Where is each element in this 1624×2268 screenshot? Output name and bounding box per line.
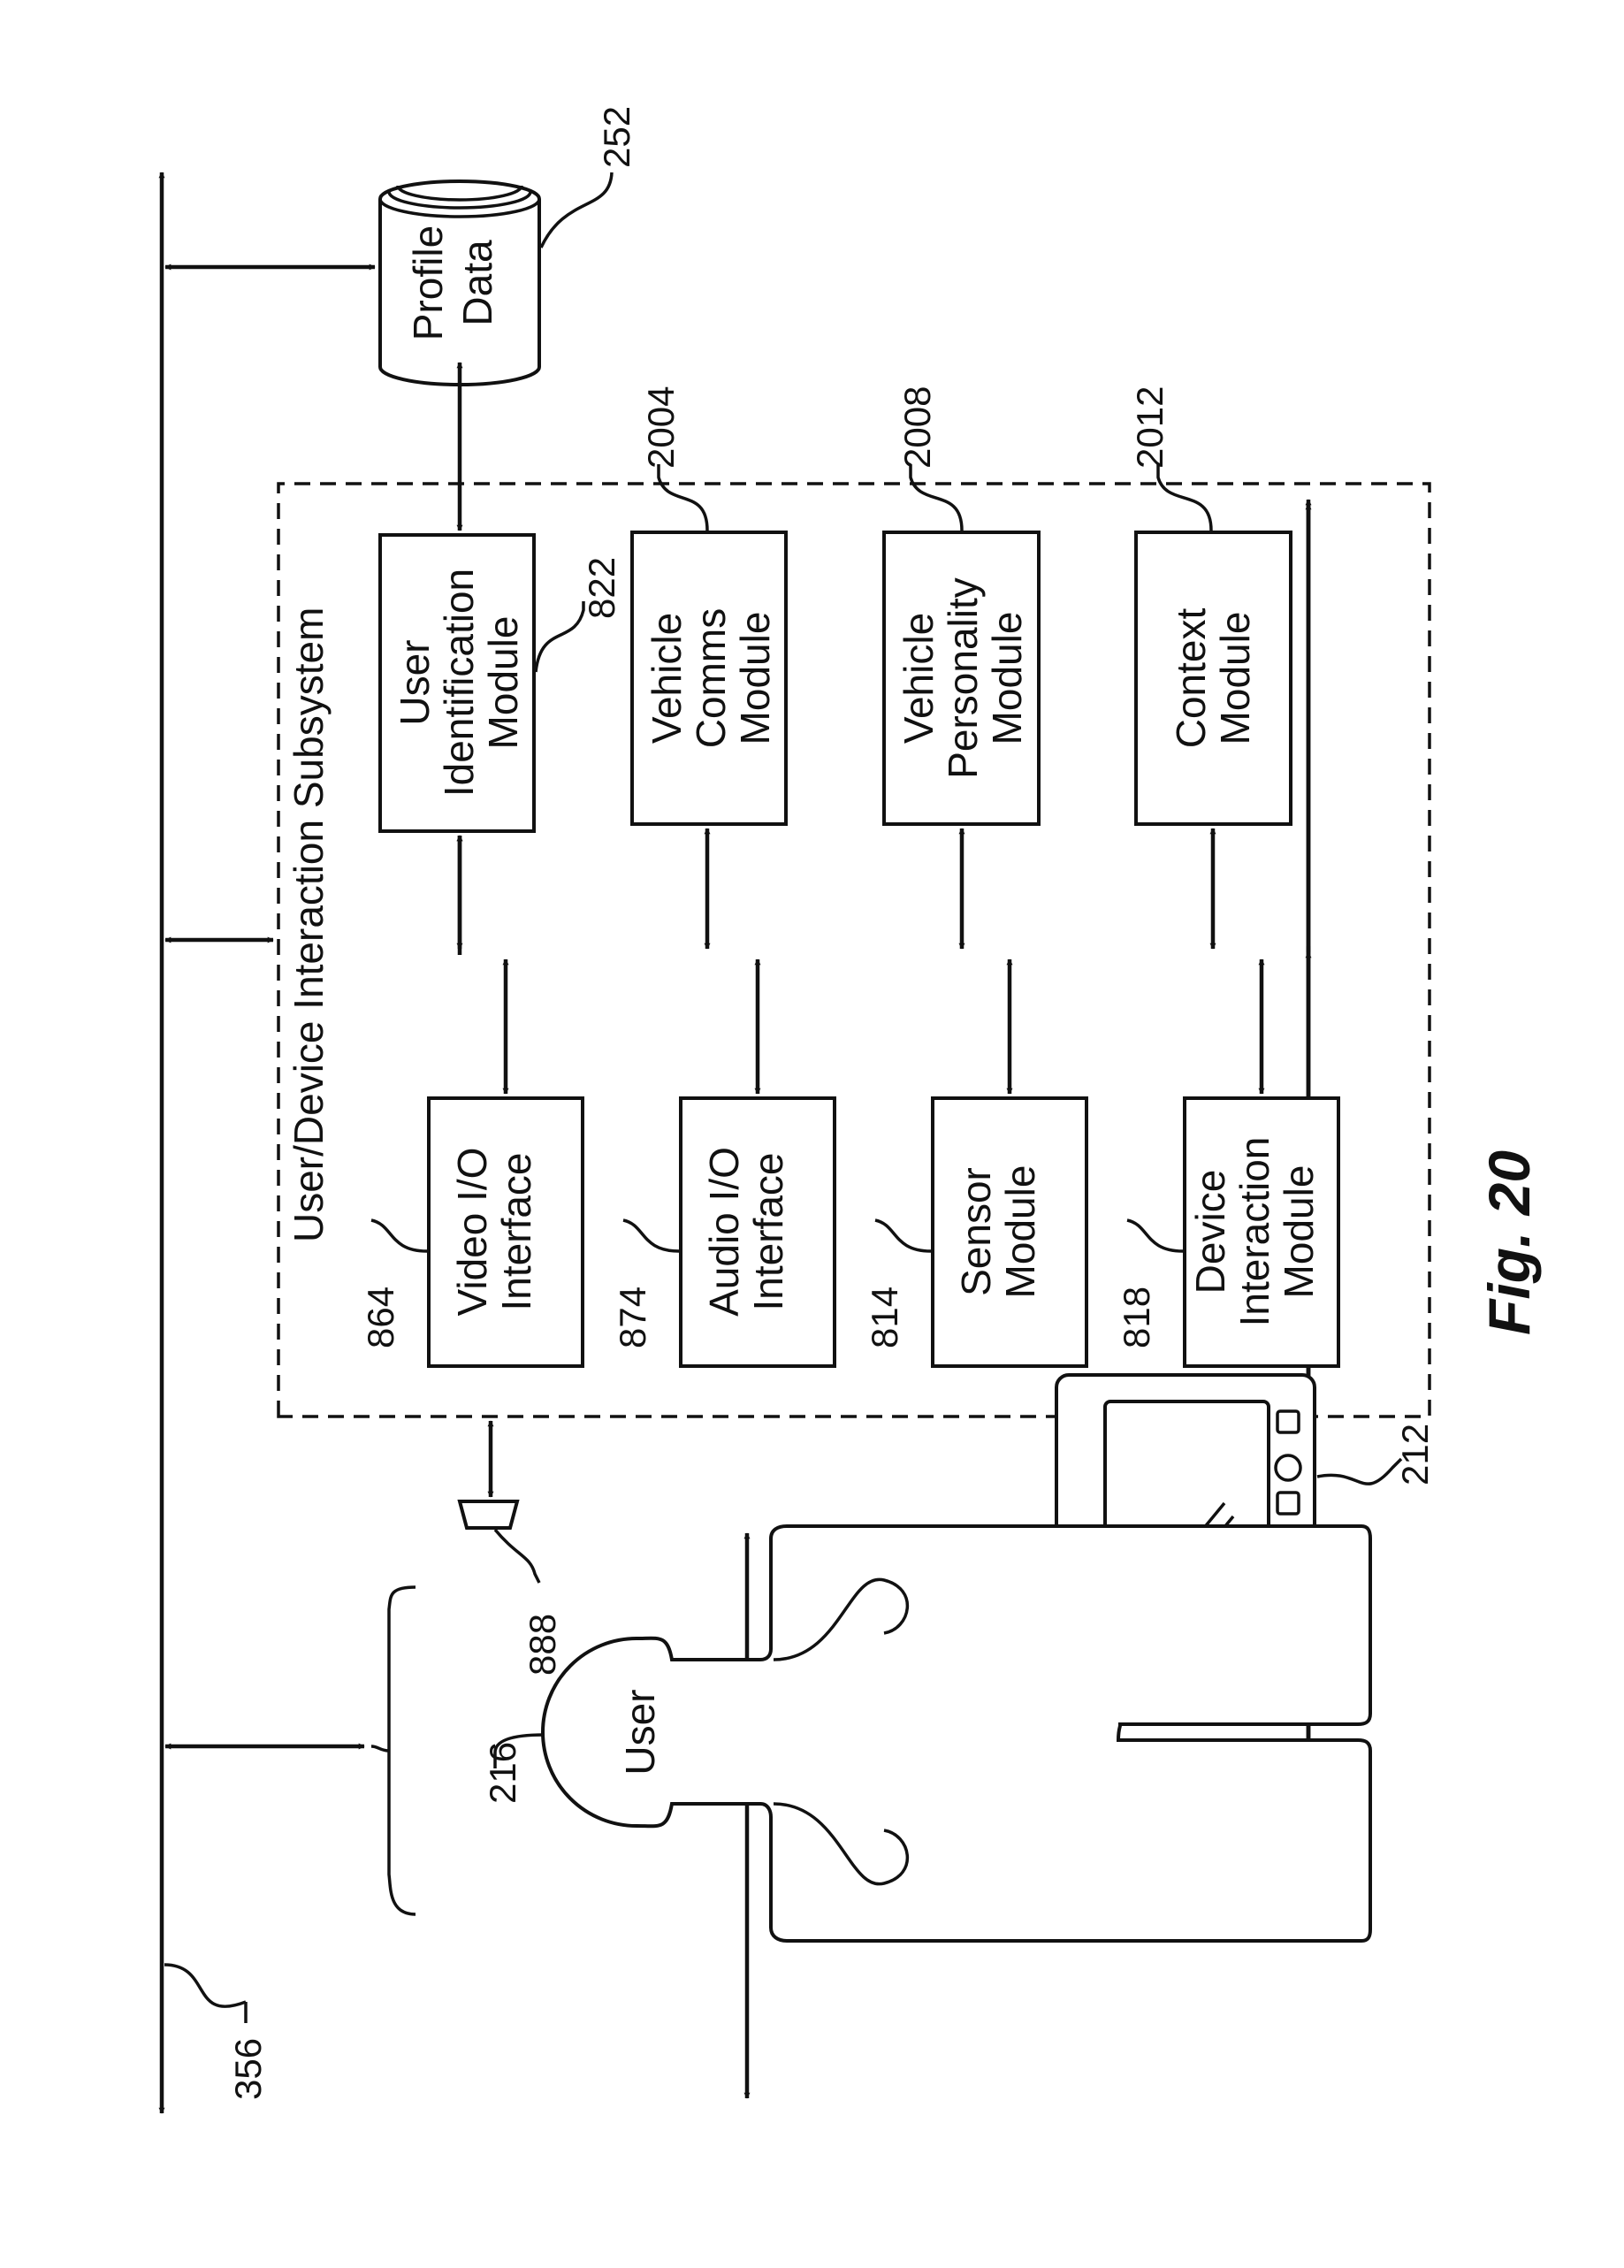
vehicle-personality-line-3: Module: [984, 612, 1030, 745]
vehicle-comms-line-3: Module: [732, 612, 778, 745]
vehicle-comms-line-1: Vehicle: [644, 613, 690, 744]
context-module: Context Module 2012: [1129, 386, 1292, 950]
rotated-diagram: 356 Profile Data 252 User/Device Interac…: [158, 106, 1542, 2114]
sensor-element-ref: 888: [522, 1614, 563, 1676]
user-ref: 216: [482, 1742, 523, 1804]
sensor-module: Sensor Module 814: [864, 958, 1088, 1368]
vehicle-comms-module: Vehicle Comms Module 2004: [630, 386, 788, 950]
device-interaction-line-2: Interaction: [1231, 1137, 1277, 1327]
user-label: User: [617, 1689, 663, 1775]
video-io-line-2: Interface: [493, 1153, 539, 1311]
context-line-2: Module: [1212, 612, 1258, 745]
profile-data-store: Profile Data 252: [164, 106, 637, 386]
device-interaction-line-1: Device: [1187, 1170, 1233, 1294]
main-bus: 356: [158, 172, 269, 2114]
sensor-line-2: Module: [997, 1165, 1043, 1299]
profile-data-ref: 252: [596, 106, 637, 168]
figure-label: Fig. 20: [1476, 1150, 1542, 1335]
vehicle-personality-module: Vehicle Personality Module 2008: [882, 386, 1041, 950]
device-interaction-line-3: Module: [1276, 1165, 1322, 1299]
audio-io-ref: 874: [612, 1287, 653, 1348]
context-ref: 2012: [1129, 386, 1170, 469]
video-io-interface: Video I/O Interface 864: [360, 958, 584, 1368]
user-id-line-2: Identification: [436, 569, 482, 797]
sensor-line-1: Sensor: [953, 1167, 999, 1296]
context-line-1: Context: [1168, 608, 1214, 749]
sensor-element: 888: [457, 1420, 751, 2099]
device-interaction-module: Device Interaction Module 818: [1116, 958, 1340, 1368]
audio-io-line-2: Interface: [745, 1153, 791, 1311]
vehicle-personality-line-2: Personality: [940, 577, 986, 779]
user-id-ref: 822: [581, 557, 622, 619]
video-io-ref: 864: [360, 1287, 401, 1348]
video-io-line-1: Video I/O: [449, 1148, 495, 1317]
bus-ref-label: 356: [227, 2038, 269, 2100]
sensor-ref: 814: [864, 1287, 905, 1348]
vehicle-comms-ref: 2004: [640, 386, 682, 469]
audio-io-interface: Audio I/O Interface 874: [612, 958, 836, 1368]
interaction-subsystem: User/Device Interaction Subsystem: [277, 482, 1431, 1418]
device-interaction-ref: 818: [1116, 1287, 1157, 1348]
vehicle-personality-ref: 2008: [896, 386, 938, 469]
vehicle-personality-line-1: Vehicle: [896, 613, 942, 744]
subsystem-title: User/Device Interaction Subsystem: [286, 607, 332, 1242]
user-figure: User 216: [164, 1524, 1372, 1943]
user-id-line-1: User: [392, 639, 438, 725]
vehicle-comms-line-2: Comms: [688, 608, 734, 748]
profile-data-line-2: Data: [454, 240, 500, 326]
user-identification-module: User Identification Module 822: [378, 362, 622, 955]
audio-io-line-1: Audio I/O: [701, 1147, 747, 1317]
user-id-line-3: Module: [480, 616, 526, 750]
profile-data-line-1: Profile: [405, 225, 451, 340]
device-ref: 212: [1394, 1424, 1436, 1485]
